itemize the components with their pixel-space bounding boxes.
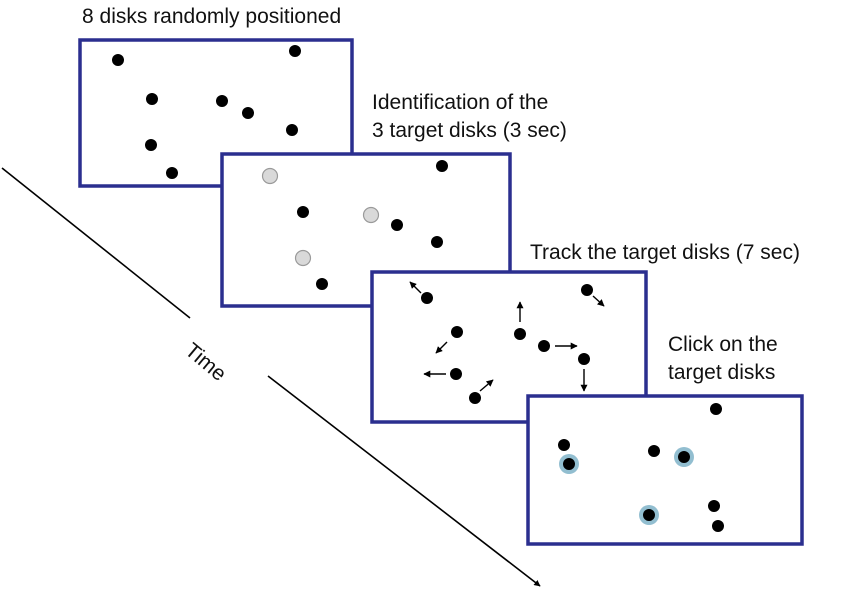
selected-disk [563,458,575,470]
disk [514,328,526,340]
panel-frame-click [526,394,804,546]
click-label-line-2: target disks [668,361,776,384]
disk [297,206,309,218]
disk [112,54,124,66]
identify-label-line-2: 3 target disks (3 sec) [372,119,567,142]
disk [708,500,720,512]
disk [581,284,593,296]
time-axis-arrow [267,375,541,587]
disk [316,278,328,290]
disk [431,236,443,248]
disk [391,219,403,231]
disk [145,139,157,151]
title-label: 8 disks randomly positioned [82,5,342,28]
panel-click [526,394,804,546]
disk [469,392,481,404]
track-label: Track the target disks (7 sec) [530,241,800,264]
disk [286,124,298,136]
motion-arrow [435,341,448,354]
motion-arrow [592,295,605,307]
identify-label-line-1: Identification of the [372,91,549,114]
disk [436,160,448,172]
disk [421,292,433,304]
target-disk [261,167,279,185]
click-label-line-1: Click on the [668,333,778,356]
disk [450,368,462,380]
selected-disk [643,509,655,521]
motion-arrow [409,281,422,294]
disk [558,439,570,451]
selected-disk [678,451,690,463]
disk [216,95,228,107]
disk [242,107,254,119]
panel-random [78,38,354,188]
disk [578,353,590,365]
disk [712,520,724,532]
target-disk [362,206,380,224]
motion-arrow [479,379,494,392]
disk [166,167,178,179]
disk [146,93,158,105]
disk [451,326,463,338]
disk [710,403,722,415]
disk [289,45,301,57]
panel-identify [220,152,512,308]
disk [648,445,660,457]
target-disk [294,249,312,267]
disk [538,340,550,352]
time-axis-segment-upper [1,167,191,319]
